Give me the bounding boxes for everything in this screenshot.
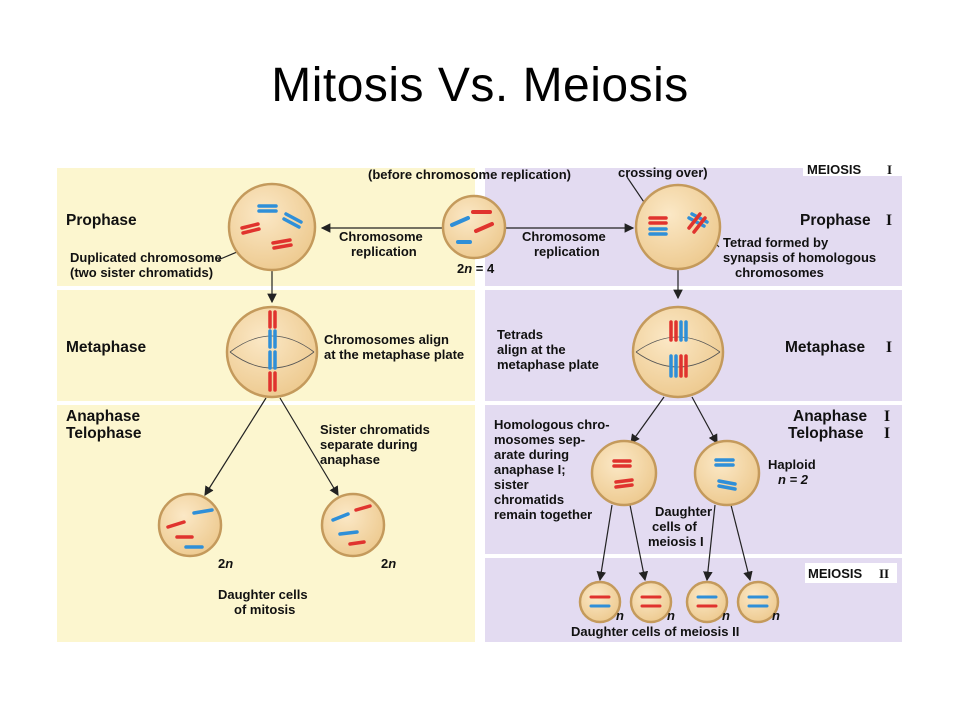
slide-title: Mitosis Vs. Meiosis (271, 59, 689, 112)
meiosis-one-tag-roman: I (887, 162, 892, 177)
replication-right-line2: replication (534, 244, 600, 259)
meiosis-prophase-cell (634, 183, 722, 271)
n-label-2: n (667, 608, 675, 623)
mitosis-metaphase-cell (225, 305, 319, 399)
n-label-4: n (772, 608, 780, 623)
mitosis-daughter-ploidy-left: 2n (218, 556, 233, 571)
top-note: (before chromosome replication) (368, 167, 571, 182)
mitosis-telophase-heading: Telophase (66, 425, 142, 442)
sister-separate-line2: separate during (320, 437, 418, 452)
mitosis-prophase-heading: Prophase (66, 212, 137, 229)
tetrad-formed-line2: synapsis of homologous (723, 250, 876, 265)
tetrads-align-line3: metaphase plate (497, 357, 599, 372)
homologous-separate-line4: anaphase I; (494, 462, 566, 477)
meiosis-two-tag-roman: II (879, 566, 889, 581)
chromosomes (166, 204, 769, 608)
duplicated-chromosome-line2: (two sister chromatids) (70, 265, 213, 280)
homologous-separate-line3: arate during (494, 447, 569, 462)
parent-ploidy-label: 2n = 4 (457, 261, 495, 276)
meiosis-two-cell-1 (578, 580, 622, 624)
chromosomes-align-line1: Chromosomes align (324, 332, 449, 347)
mitosis-daughter-cell-right (320, 492, 386, 558)
meiosis-prophase-heading: Prophase (800, 212, 871, 229)
meiosis-one-tag: MEIOSIS (807, 162, 862, 177)
tetrad-formed-line3: chromosomes (735, 265, 824, 280)
meiosis-metaphase-cell (631, 305, 725, 399)
replication-left-line2: replication (351, 244, 417, 259)
daughter-meiosis-one-line1: Daughter (655, 504, 712, 519)
meiosis-telophase-heading: Telophase (788, 425, 864, 442)
meiosis-one-daughter-right (693, 439, 761, 507)
meiosis-prophase-roman: I (886, 212, 892, 229)
homologous-separate-line5: sister (494, 477, 529, 492)
meiosis-two-cell-3 (685, 580, 729, 624)
spindle-fibers (229, 335, 721, 369)
daughter-meiosis-one-line2: cells of (652, 519, 697, 534)
mitosis-metaphase-heading: Metaphase (66, 339, 146, 356)
tetrads-align-line2: align at the (497, 342, 566, 357)
daughter-mitosis-line2: of mitosis (234, 602, 295, 617)
crossing-over-label: crossing over) (618, 165, 708, 180)
daughter-meiosis-two-label: Daughter cells of meiosis II (571, 624, 739, 639)
replication-right-line1: Chromosome (522, 229, 606, 244)
sister-separate-line3: anaphase (320, 452, 380, 467)
meiosis-two-cell-4 (736, 580, 780, 624)
tetrads-align-line1: Tetrads (497, 327, 543, 342)
meiosis-one-daughter-left (590, 439, 658, 507)
meiosis-telophase-roman: I (884, 425, 890, 442)
meiosis-metaphase-roman: I (886, 339, 892, 356)
sister-separate-line1: Sister chromatids (320, 422, 430, 437)
mitosis-anaphase-heading: Anaphase (66, 408, 140, 425)
mitosis-prophase-cell (227, 182, 317, 272)
homologous-separate-line7: remain together (494, 507, 592, 522)
meiosis-two-cell-2 (629, 580, 673, 624)
chromosomes-align-line2: at the metaphase plate (324, 347, 464, 362)
daughter-mitosis-line1: Daughter cells (218, 587, 308, 602)
homologous-separate-line2: mosomes sep- (494, 432, 585, 447)
haploid-line1: Haploid (768, 457, 816, 472)
tetrad-formed-line1: Tetrad formed by (723, 235, 829, 250)
n-label-3: n (722, 608, 730, 623)
daughter-meiosis-one-line3: meiosis I (648, 534, 704, 549)
meiosis-anaphase-heading: Anaphase (793, 408, 867, 425)
parent-cell (441, 194, 507, 260)
homologous-separate-line1: Homologous chro- (494, 417, 610, 432)
replication-left-line1: Chromosome (339, 229, 423, 244)
homologous-separate-line6: chromatids (494, 492, 564, 507)
meiosis-metaphase-heading: Metaphase (785, 339, 865, 356)
meiosis-two-tag: MEIOSIS (808, 566, 863, 581)
mitosis-daughter-ploidy-right: 2n (381, 556, 396, 571)
meiosis-anaphase-roman: I (884, 408, 890, 425)
haploid-line2: n = 2 (778, 472, 809, 487)
n-label-1: n (616, 608, 624, 623)
duplicated-chromosome-line1: Duplicated chromosome (70, 250, 222, 265)
